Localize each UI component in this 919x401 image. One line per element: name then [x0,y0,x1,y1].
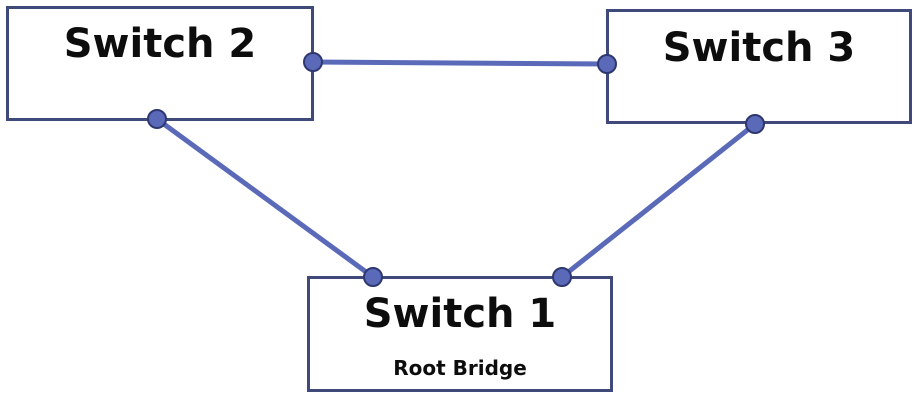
port-switch3-bottom [745,114,765,134]
switch-2-box[interactable]: Switch 2 [6,6,314,121]
link-switch2-switch1 [154,116,376,280]
switch-3-box[interactable]: Switch 3 [606,9,912,124]
switch-1-role-label: Root Bridge [393,356,527,380]
port-switch2-right [303,52,323,72]
port-switch2-bottom [147,109,167,129]
switch-2-title: Switch 2 [63,21,257,67]
switch-3-title: Switch 3 [662,25,856,71]
port-switch3-left [597,54,617,74]
switch-1-box[interactable]: Switch 1 Root Bridge [307,276,613,392]
port-switch1-right [552,267,572,287]
link-switch2-switch3 [310,59,610,67]
switch-1-title: Switch 1 [363,291,557,337]
port-switch1-left [363,267,383,287]
link-switch3-switch1 [559,121,758,280]
